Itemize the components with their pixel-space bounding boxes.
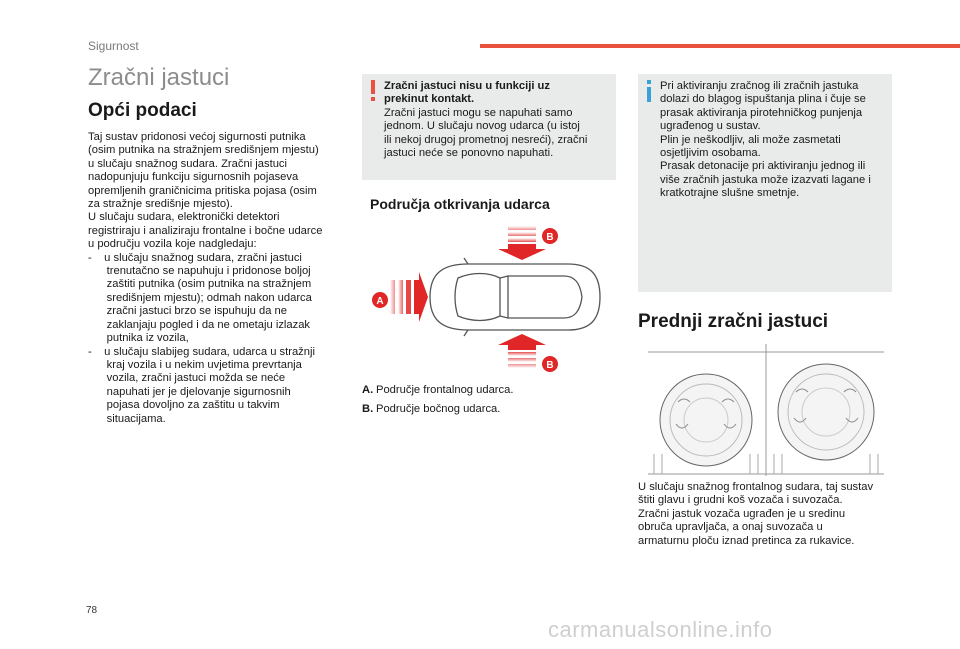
warning-text-line: Zračni jastuci mogu se napuhati samo: [384, 106, 573, 119]
general-text-line: putnika iz vozila,: [88, 332, 189, 345]
general-text-line: (osim putnika na stražnjem središnjem mj…: [88, 144, 319, 157]
info-text-line: više zračnih jastuka može izazvati lagan…: [660, 173, 871, 186]
side-impact-bottom-arrow: [498, 334, 546, 368]
general-text-line: središnjem mjestu); odmah nakon udarca: [88, 291, 312, 304]
info-text-line: ugrađenog u sustav.: [660, 120, 761, 133]
header-accent-rule: [480, 44, 960, 48]
zone-label-a: A: [372, 292, 388, 308]
legend-item-a: A.Područje frontalnog udarca.: [362, 384, 514, 396]
driver-airbag: [659, 373, 753, 467]
general-text-line: u području vozila koje nadgledaju:: [88, 238, 257, 251]
warning-exclamation-icon: [371, 80, 375, 101]
info-text-line: Prasak detonacije pri aktiviranju jednog…: [660, 160, 866, 173]
general-text: Taj sustav pridonosi većoj sigurnosti pu…: [88, 131, 353, 426]
general-text-line: Taj sustav pridonosi većoj sigurnosti pu…: [88, 131, 306, 143]
section-label: Sigurnost: [88, 39, 139, 53]
general-text-line: registriraju i analiziraju frontalne i b…: [88, 224, 323, 237]
info-note-box: Pri aktiviranju zračnog ili zračnih jast…: [638, 74, 892, 292]
passenger-airbag: [777, 363, 875, 461]
general-text-line: pojasa dovoljno za zaštitu u takvim: [88, 399, 280, 412]
general-text-line: U slučaju sudara, elektronički detektori: [88, 211, 280, 224]
front-impact-arrow: [390, 272, 428, 322]
svg-text:B: B: [546, 360, 553, 371]
general-text-line: trenutačno se napuhuju i pridonose boljo…: [88, 265, 311, 278]
front-airbags-text-line: armaturnu ploču iznad pretinca za rukavi…: [638, 534, 855, 547]
general-text-line: zaklanjaju pogled i da ne ometaju izlaza…: [88, 318, 311, 331]
general-text-line: kraj vozila i u nekim uvjetima prevrtanj…: [88, 358, 302, 371]
general-heading: Opći podaci: [88, 100, 197, 121]
info-text: Pri aktiviranju zračnog ili zračnih jast…: [660, 80, 888, 201]
watermark: carmanualsonline.info: [548, 617, 773, 642]
front-airbags-text-line: štiti glavu i grudni koš vozača i suvoza…: [638, 494, 843, 507]
page-number: 78: [86, 605, 98, 616]
warning-text-bold-line: prekinut kontakt.: [384, 93, 475, 106]
impact-zones-diagram: A B B: [372, 226, 601, 372]
svg-text:B: B: [546, 232, 553, 243]
info-text-line: osjetljivim osobama.: [660, 147, 761, 160]
front-airbags-text-line: obruča upravljača, a onaj suvozača u: [638, 521, 823, 534]
general-text-line: - u slučaju snažnog sudara, zračni jastu…: [88, 251, 302, 264]
info-text-line: kratkotrajne slušne smetnje.: [660, 187, 800, 200]
info-text-line: Plin je neškodljiv, ali može zasmetati: [660, 133, 841, 146]
warning-text-line: jednom. U slučaju novog udarca (u istoj: [384, 120, 580, 133]
general-text-line: vozila, zračni jastuci možda se neće: [88, 372, 286, 385]
info-text-line: Pri aktiviranju zračnog ili zračnih jast…: [660, 80, 859, 92]
zone-label-b-top: B: [542, 228, 558, 244]
front-airbags-heading: Prednji zračni jastuci: [638, 311, 829, 332]
front-airbags-text-line: U slučaju snažnog frontalnog sudara, taj…: [638, 481, 874, 493]
zones-heading: Područja otkrivanja udarca: [370, 196, 550, 212]
zone-label-b-bottom: B: [542, 356, 558, 372]
general-text-line: situacijama.: [88, 412, 166, 425]
general-text-line: u slučaju snažnog sudara. Zračni jastuci: [88, 157, 287, 170]
general-text-line: - u slučaju slabijeg sudara, udarca u st…: [88, 345, 315, 358]
warning-text-bold-line: Zračni jastuci nisu u funkciji uz: [384, 80, 550, 92]
legend-item-b: B.Područje bočnog udarca.: [362, 403, 501, 415]
side-impact-top-arrow: [498, 226, 546, 260]
general-text-line: zračni jastuci brzo se ispuhuju da ne: [88, 305, 288, 318]
general-text-line: za stražnje središnje mjesto).: [88, 198, 233, 211]
general-text-line: opremljenih graničnicima pritiska pojasa…: [88, 184, 317, 197]
warning-text-line: jastuci neće se ponovno napuhati.: [384, 147, 554, 160]
svg-text:A: A: [376, 296, 383, 307]
info-text-line: dolazi do blagog ispuštanja plina i čuje…: [660, 93, 866, 106]
page-title: Zračni jastuci: [88, 64, 230, 91]
general-text-line: zaštiti putnika (osim putnika na stražnj…: [88, 278, 312, 291]
warning-text-line: ili nekoj drugoj prometnoj nesreći), zra…: [384, 133, 588, 146]
front-airbags-text-line: Zračni jastuk vozača ugrađen je u sredin…: [638, 507, 846, 520]
info-text-line: prasak aktiviranja pirotehničkog punjenj…: [660, 106, 863, 119]
info-icon: [647, 80, 651, 102]
general-text-line: napuhati jer je djelovanje sigurnosnih: [88, 385, 291, 398]
front-airbags-illustration: [648, 344, 884, 476]
car-top-view: [429, 257, 601, 337]
general-text-line: nadopunjuju funkciju sigurnosnih pojasev…: [88, 171, 299, 184]
front-airbags-text: U slučaju snažnog frontalnog sudara, taj…: [638, 481, 896, 548]
